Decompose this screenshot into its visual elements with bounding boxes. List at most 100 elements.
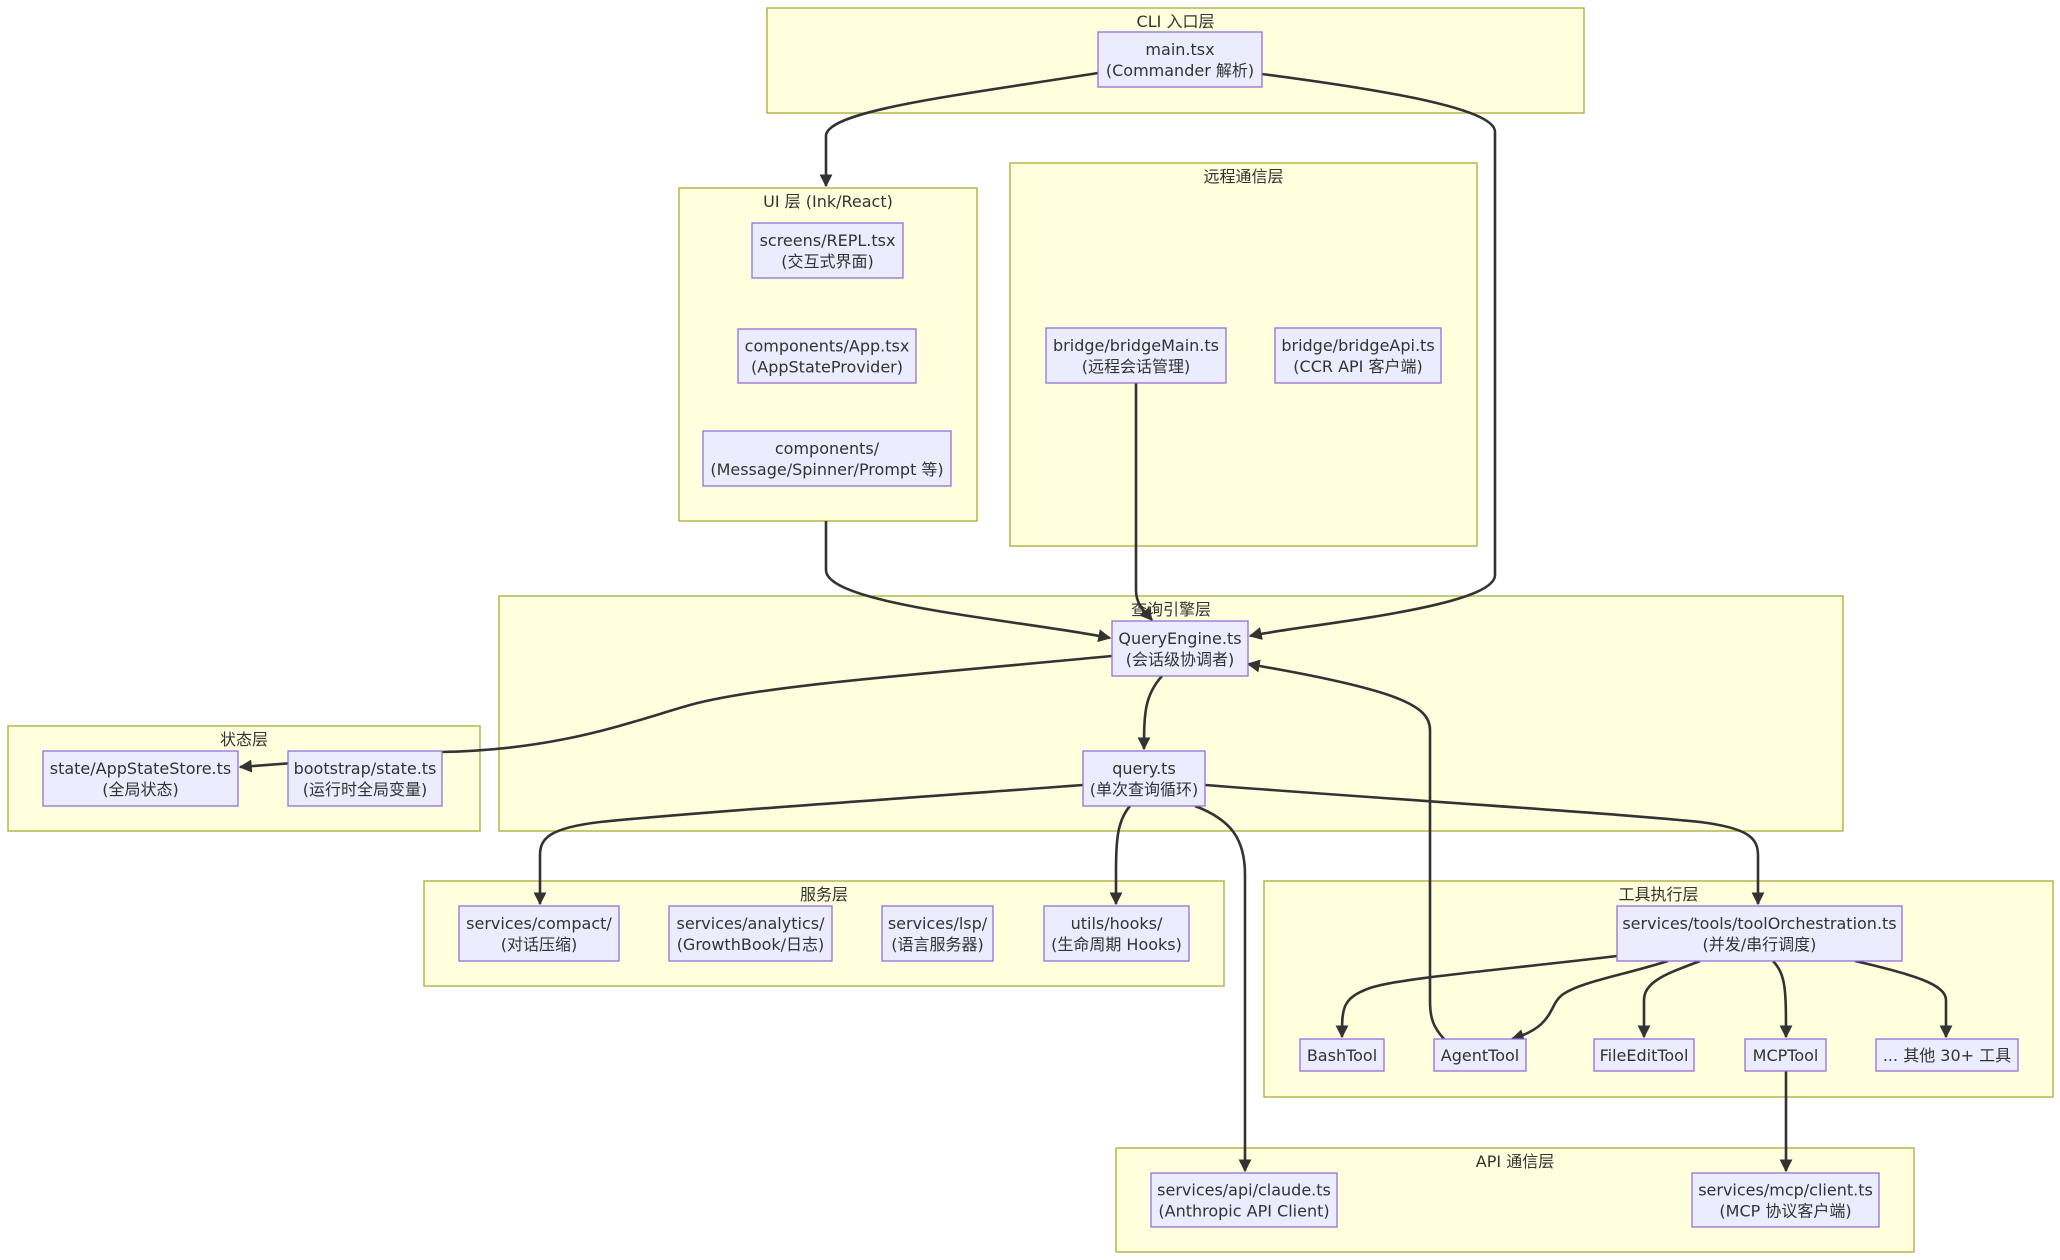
node-repl[interactable]: screens/REPL.tsx(交互式界面)	[751, 222, 904, 279]
node-q-box[interactable]	[1082, 750, 1206, 807]
edge-bridgeMain-to-qe	[1134, 383, 1153, 621]
node-orch-line-0: services/tools/toolOrchestration.ts	[1622, 914, 1896, 933]
node-app-line-0: components/App.tsx	[745, 337, 910, 356]
node-bootstrap-line-0: bootstrap/state.ts	[294, 759, 437, 778]
node-bootstrap-line-1: (运行时全局变量)	[303, 780, 428, 799]
node-claude-box[interactable]	[1150, 1172, 1338, 1228]
node-claude-line-0: services/api/claude.ts	[1157, 1181, 1331, 1200]
node-bash-box[interactable]	[1299, 1038, 1385, 1072]
node-bootstrap[interactable]: bootstrap/state.ts (运行时全局变量)	[287, 750, 443, 807]
node-agent[interactable]: AgentTool	[1433, 1038, 1527, 1072]
edge-main-to-ui	[819, 71, 1099, 188]
cluster-services-title: 服务层	[800, 885, 848, 904]
node-store[interactable]: state/AppStateStore.ts (全局状态)	[42, 750, 239, 807]
node-comps[interactable]: components/ (Message/Spinner/Prompt 等)	[702, 430, 952, 487]
node-orch-line-1: (并发/串行调度)	[1703, 935, 1817, 954]
node-compact-box[interactable]	[458, 905, 620, 962]
node-others-line-0: ... 其他 30+ 工具	[1883, 1046, 2011, 1065]
node-analytics-box[interactable]	[668, 905, 833, 962]
node-analytics-line-0: services/analytics/	[677, 914, 826, 933]
node-repl-line-1: (交互式界面)	[781, 252, 874, 271]
node-mcp-line-0: MCPTool	[1753, 1046, 1819, 1065]
node-bridgeApi[interactable]: bridge/bridgeApi.ts (CCR API 客户端)	[1274, 327, 1442, 384]
node-main-line-0: main.tsx	[1145, 40, 1214, 59]
node-fileedit-line-0: FileEditTool	[1600, 1046, 1689, 1065]
node-store-line-1: (全局状态)	[102, 780, 179, 799]
node-q[interactable]: query.ts (单次查询循环)	[1082, 750, 1206, 807]
node-bridgeMain[interactable]: bridge/bridgeMain.ts (远程会话管理)	[1045, 327, 1227, 384]
cluster-tools-title: 工具执行层	[1618, 885, 1698, 904]
node-analytics[interactable]: services/analytics/ (GrowthBook/日志)	[668, 905, 833, 962]
edge-qe-to-q	[1137, 675, 1163, 751]
node-fileedit[interactable]: FileEditTool	[1593, 1038, 1695, 1072]
node-comps-line-0: components/	[775, 439, 880, 458]
node-bootstrap-box[interactable]	[287, 750, 443, 807]
node-bridgeMain-line-0: bridge/bridgeMain.ts	[1053, 336, 1219, 355]
cluster-remote-title: 远程通信层	[1203, 167, 1283, 186]
node-bridgeApi-box[interactable]	[1274, 327, 1442, 384]
node-lsp-line-0: services/lsp/	[888, 914, 988, 933]
node-repl-box[interactable]	[751, 222, 904, 279]
edge-ui-to-qe	[824, 521, 1112, 643]
node-comps-box[interactable]	[702, 430, 952, 487]
node-lsp-box[interactable]	[881, 905, 994, 962]
edge-q-to-compact	[533, 783, 1084, 906]
node-hooks-line-1: (生命周期 Hooks)	[1051, 935, 1182, 954]
node-q-line-0: query.ts	[1112, 759, 1176, 778]
node-compact-line-1: (对话压缩)	[501, 935, 578, 954]
edge-orch-to-bash	[1335, 954, 1618, 1039]
node-hooks-box[interactable]	[1043, 905, 1190, 962]
node-main-box[interactable]	[1097, 31, 1263, 88]
cluster-api-title: API 通信层	[1476, 1152, 1554, 1171]
node-qe[interactable]: QueryEngine.ts(会话级协调者)	[1111, 620, 1249, 677]
cluster-state-title: 状态层	[220, 730, 268, 749]
node-mcpclient-line-1: (MCP 协议客户端)	[1719, 1202, 1851, 1221]
node-qe-box[interactable]	[1111, 620, 1249, 677]
node-comps-line-1: (Message/Spinner/Prompt 等)	[710, 460, 943, 479]
node-others[interactable]: ... 其他 30+ 工具	[1875, 1038, 2019, 1072]
node-lsp[interactable]: services/lsp/ (语言服务器)	[881, 905, 994, 962]
node-fileedit-box[interactable]	[1593, 1038, 1695, 1072]
edge-q-to-hooks	[1109, 805, 1132, 906]
node-app-box[interactable]	[737, 328, 917, 384]
node-orch-box[interactable]	[1616, 905, 1903, 962]
node-store-line-0: state/AppStateStore.ts	[50, 759, 232, 778]
node-bash[interactable]: BashTool	[1299, 1038, 1385, 1072]
node-agent-line-0: AgentTool	[1441, 1046, 1519, 1065]
node-app-line-1: (AppStateProvider)	[751, 358, 903, 377]
node-mcpclient[interactable]: services/mcp/client.ts (MCP 协议客户端)	[1691, 1172, 1880, 1228]
node-analytics-line-1: (GrowthBook/日志)	[677, 935, 825, 954]
edge-qe-to-store	[238, 654, 1113, 773]
node-claude[interactable]: services/api/claude.ts (Anthropic API Cli…	[1150, 1172, 1338, 1228]
node-bridgeApi-line-1: (CCR API 客户端)	[1293, 357, 1422, 376]
node-mcp-box[interactable]	[1744, 1038, 1827, 1072]
edge-orch-to-others	[1854, 959, 1953, 1039]
node-q-line-1: (单次查询循环)	[1090, 780, 1199, 799]
node-app[interactable]: components/App.tsx (AppStateProvider)	[737, 328, 917, 384]
node-hooks[interactable]: utils/hooks/ (生命周期 Hooks)	[1043, 905, 1190, 962]
node-qe-line-0: QueryEngine.ts	[1118, 629, 1241, 648]
node-bash-line-0: BashTool	[1307, 1046, 1377, 1065]
node-store-box[interactable]	[42, 750, 239, 807]
node-hooks-line-0: utils/hooks/	[1071, 914, 1163, 933]
node-orch[interactable]: services/tools/toolOrchestration.ts (并发/串…	[1616, 905, 1903, 962]
node-bridgeMain-line-1: (远程会话管理)	[1082, 357, 1191, 376]
node-bridgeMain-box[interactable]	[1045, 327, 1227, 384]
cluster-cli-title: CLI 入口层	[1137, 12, 1215, 31]
node-bridgeApi-line-0: bridge/bridgeApi.ts	[1281, 336, 1434, 355]
edge-main-to-qe	[1248, 72, 1497, 640]
node-others-box[interactable]	[1875, 1038, 2019, 1072]
node-main[interactable]: main.tsx(Commander 解析)	[1097, 31, 1263, 88]
node-claude-line-1: (Anthropic API Client)	[1158, 1202, 1329, 1221]
node-compact-line-0: services/compact/	[466, 914, 612, 933]
node-mcp[interactable]: MCPTool	[1744, 1038, 1827, 1072]
cluster-ui-title: UI 层 (Ink/React)	[763, 192, 893, 211]
node-compact[interactable]: services/compact/ (对话压缩)	[458, 905, 620, 962]
node-mcpclient-box[interactable]	[1691, 1172, 1880, 1228]
edge-orch-to-fileedit	[1637, 959, 1701, 1039]
edge-orch-to-mcp	[1772, 960, 1793, 1039]
node-lsp-line-1: (语言服务器)	[891, 935, 984, 954]
node-agent-box[interactable]	[1433, 1038, 1527, 1072]
node-mcpclient-line-0: services/mcp/client.ts	[1698, 1181, 1873, 1200]
